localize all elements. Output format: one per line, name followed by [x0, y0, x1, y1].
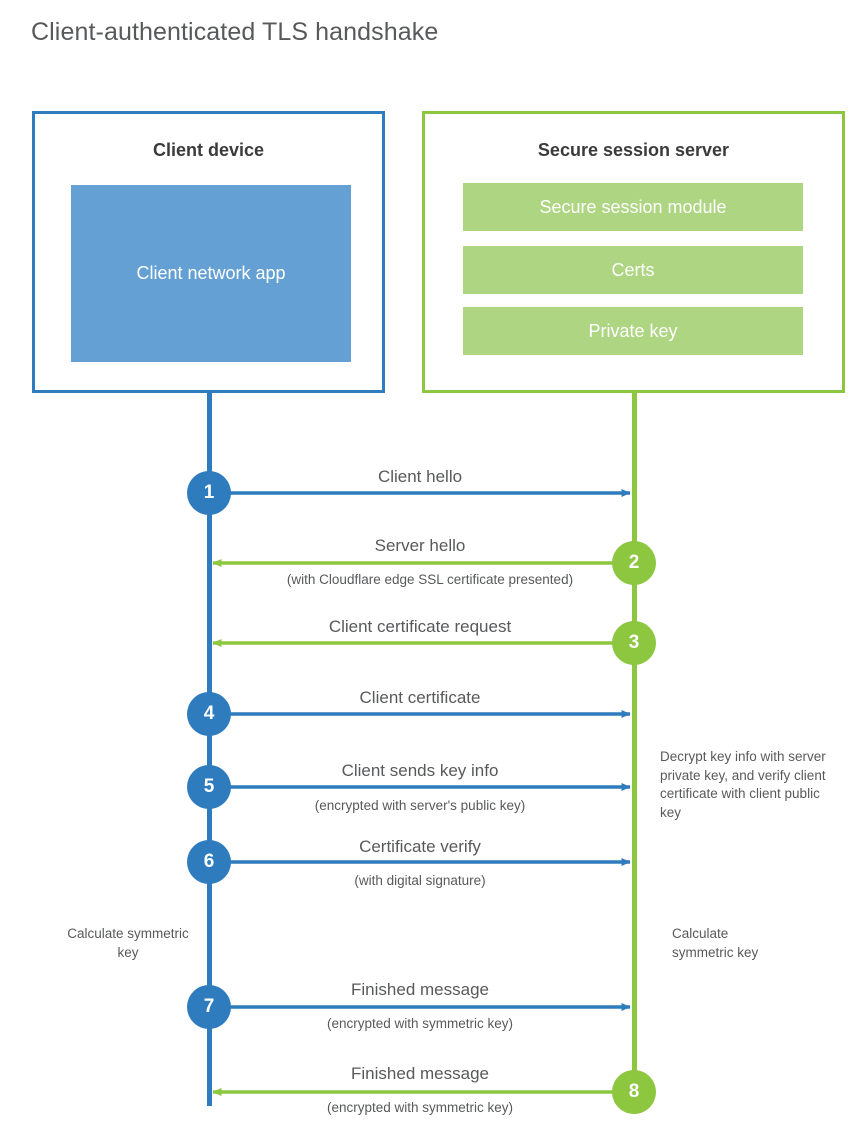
client-network-app-box: Client network app	[71, 185, 351, 362]
step-circle-3[interactable]: 3	[612, 621, 656, 665]
message-label-3: Client certificate request	[328, 617, 512, 636]
secure-session-server-title: Secure session server	[537, 140, 730, 160]
message-label-8: Finished message	[351, 1064, 489, 1083]
server-lifeline	[632, 393, 637, 1092]
step-circle-1[interactable]: 1	[187, 471, 231, 515]
message-label-4: Client certificate	[359, 688, 481, 707]
step-circle-2[interactable]: 2	[612, 541, 656, 585]
client-device-box: Client device Client network app	[32, 111, 385, 393]
step-circle-5[interactable]: 5	[187, 765, 231, 809]
step-circle-8[interactable]: 8	[612, 1070, 656, 1114]
message-label-6: Certificate verify	[359, 837, 481, 856]
step-circle-4[interactable]: 4	[187, 692, 231, 736]
message-sublabel-6: (with digital signature)	[354, 873, 486, 888]
server-bar-secure-session-module: Secure session module	[463, 183, 803, 231]
annotation-server-calculate-symmetric-key: Calculate symmetric key	[672, 926, 759, 960]
page-title: Client-authenticated TLS handshake	[31, 18, 439, 46]
message-label-1: Client hello	[377, 467, 463, 486]
client-device-title: Client device	[152, 140, 265, 160]
annotation-client-calculate-symmetric-key: Calculate symmetric key	[67, 926, 189, 960]
message-sublabel-2: (with Cloudflare edge SSL certificate pr…	[286, 572, 574, 587]
message-sublabel-7: (encrypted with symmetric key)	[326, 1016, 514, 1031]
message-label-2: Server hello	[374, 536, 466, 555]
secure-session-server-box: Secure session server Secure session mod…	[422, 111, 845, 393]
step-circle-6[interactable]: 6	[187, 840, 231, 884]
server-bar-private-key: Private key	[463, 307, 803, 355]
client-lifeline	[207, 393, 212, 1106]
annotation-server-decrypt: Decrypt key info with server private key…	[660, 749, 826, 820]
server-bar-certs: Certs	[463, 246, 803, 294]
message-label-7: Finished message	[351, 980, 489, 999]
step-circle-7[interactable]: 7	[187, 985, 231, 1029]
message-sublabel-5: (encrypted with server's public key)	[314, 798, 526, 813]
message-sublabel-8: (encrypted with symmetric key)	[326, 1100, 514, 1115]
message-label-5: Client sends key info	[341, 761, 499, 780]
